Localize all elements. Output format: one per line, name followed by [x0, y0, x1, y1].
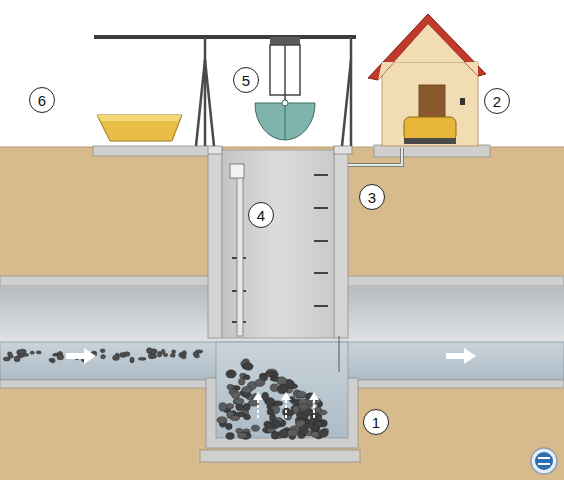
grit-particle — [194, 354, 200, 358]
grit-particle — [242, 386, 253, 393]
roof — [368, 14, 486, 80]
flow-arrow — [66, 348, 96, 364]
callout-number: 1 — [363, 409, 389, 435]
pump-motor — [404, 117, 456, 141]
ladder-rungs — [232, 175, 328, 322]
pipe-wall — [356, 380, 564, 388]
grit-particle — [299, 404, 309, 409]
grit-particle — [138, 357, 146, 360]
grab-bucket — [255, 103, 315, 140]
skip-rim — [97, 115, 182, 121]
grit-particle — [244, 414, 251, 420]
grit-particle — [271, 431, 279, 439]
grit-particle — [172, 350, 176, 354]
grit-particle — [100, 349, 105, 353]
grit-particle — [101, 355, 106, 359]
grit-particle — [226, 433, 234, 440]
grit-particle — [266, 423, 275, 428]
grit-particle — [300, 426, 308, 434]
crane-trolley — [270, 37, 300, 45]
grit-particle — [227, 384, 234, 390]
grit-particle — [278, 385, 289, 393]
logo-mark — [538, 458, 550, 464]
bucket-split — [285, 103, 286, 140]
base-slab — [200, 450, 360, 462]
grit-particle — [315, 407, 322, 413]
grit-particle — [267, 408, 273, 415]
upflow-arrows — [258, 398, 314, 418]
grit-particle — [124, 352, 130, 357]
grit-particle — [251, 425, 259, 431]
grit-particle — [57, 354, 64, 360]
grit-particle — [244, 363, 254, 371]
grit-particle — [254, 379, 265, 386]
grit-particle — [265, 371, 274, 376]
pressure-pipe — [348, 148, 402, 165]
grit-particle — [262, 392, 269, 400]
suction-pipe — [237, 168, 243, 336]
callout-number: 3 — [359, 184, 385, 210]
callout-number: 5 — [233, 67, 259, 93]
grit-particle — [243, 375, 250, 380]
grit-particle — [219, 403, 226, 412]
grit-particle — [230, 415, 239, 420]
callout-number: 4 — [248, 202, 274, 228]
grit-particle — [226, 404, 234, 409]
gable — [378, 24, 478, 80]
grit-particle — [217, 417, 227, 424]
pump-house — [382, 62, 478, 146]
grit-particle — [19, 349, 27, 354]
slab — [93, 146, 208, 156]
shaft-wall — [208, 148, 222, 338]
grit-particle — [150, 354, 156, 358]
grit-particle — [130, 357, 134, 363]
grit-particle — [231, 391, 240, 398]
flow-arrow — [446, 348, 476, 364]
grit-particle — [226, 370, 236, 378]
grit-particle — [8, 355, 13, 359]
shaft-interior — [222, 150, 334, 338]
grit-particle — [36, 351, 41, 354]
grit-particle — [243, 403, 250, 410]
grit-particle — [293, 406, 299, 414]
slab — [374, 145, 490, 157]
grit-particle — [296, 391, 306, 398]
grit — [3, 348, 328, 440]
grit-particle — [49, 358, 53, 361]
grit-particle — [237, 432, 246, 438]
bucket-hinge — [282, 100, 288, 106]
pipe-head — [230, 164, 244, 178]
switch — [460, 98, 465, 105]
pressure-pipe — [348, 148, 402, 165]
sump-water — [216, 342, 348, 438]
callout-number: 2 — [484, 88, 510, 114]
crane-beam — [94, 35, 356, 39]
upflow-heads — [253, 392, 319, 400]
grit-particle — [112, 355, 119, 360]
grit-particle — [30, 351, 34, 354]
grit-particle — [14, 356, 20, 362]
shaft-wall — [334, 148, 348, 338]
soil — [0, 147, 564, 480]
crane-frame — [196, 37, 351, 146]
shaft-rim — [334, 146, 352, 154]
grit-particle — [302, 410, 313, 415]
skip-container — [97, 115, 182, 141]
pump-base — [404, 138, 456, 144]
level-probe — [338, 336, 340, 372]
grab-cable — [284, 45, 286, 100]
grit-particle — [170, 354, 175, 358]
grit-particle — [163, 353, 168, 356]
logo — [535, 452, 553, 470]
pipe-wall — [0, 380, 208, 388]
grit-particle — [234, 398, 244, 404]
grit-particle — [288, 429, 298, 437]
callout-number: 6 — [29, 87, 55, 113]
grit-particle — [319, 429, 329, 437]
grit-particle — [238, 378, 245, 385]
grit-particle — [182, 355, 187, 359]
logo — [531, 448, 557, 474]
grit-particle — [146, 348, 152, 354]
